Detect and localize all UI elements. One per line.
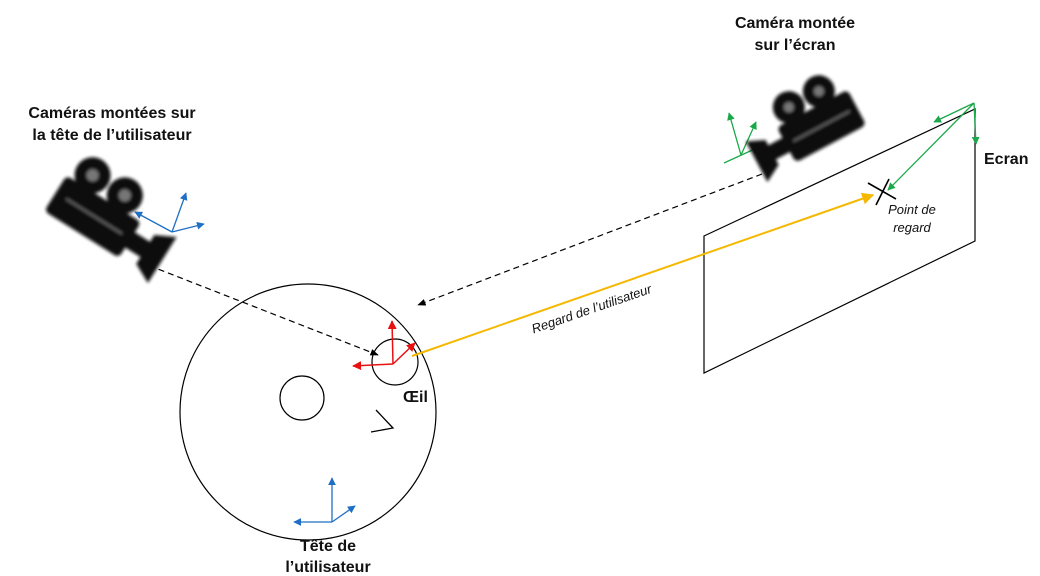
screen-label: Ecran — [984, 151, 1028, 168]
gaze-point-label-line1: Point de — [888, 202, 936, 217]
screen-camera-label-line2: sur l’écran — [755, 37, 836, 54]
tracked-eye — [371, 338, 419, 386]
left-eye — [279, 375, 325, 421]
head-camera-axes — [134, 192, 205, 233]
head-camera-to-eye-arrow — [139, 261, 379, 356]
nose — [370, 409, 395, 433]
screen-camera-to-head-arrow — [417, 173, 763, 306]
head-label-line2: l’utilisateur — [285, 559, 370, 576]
eye-axes — [352, 320, 416, 371]
screen-camera-icon — [745, 75, 865, 183]
gaze-point-marker — [867, 178, 897, 206]
head-label-line1: Tête de — [300, 538, 356, 555]
screen-camera-label-line1: Caméra montée — [735, 15, 855, 32]
user-head — [179, 283, 437, 541]
head-axes — [293, 477, 356, 526]
eye-label: Œil — [403, 389, 428, 406]
head-cameras-label-line1: Caméras montées sur — [28, 105, 195, 122]
head-cameras-label-line2: la tête de l’utilisateur — [32, 127, 191, 144]
screen-axes — [887, 102, 980, 191]
gaze-point-label-line2: regard — [893, 220, 931, 235]
head-camera-icon — [46, 157, 177, 283]
screen-plane — [703, 108, 976, 374]
gaze-ray — [411, 192, 875, 357]
